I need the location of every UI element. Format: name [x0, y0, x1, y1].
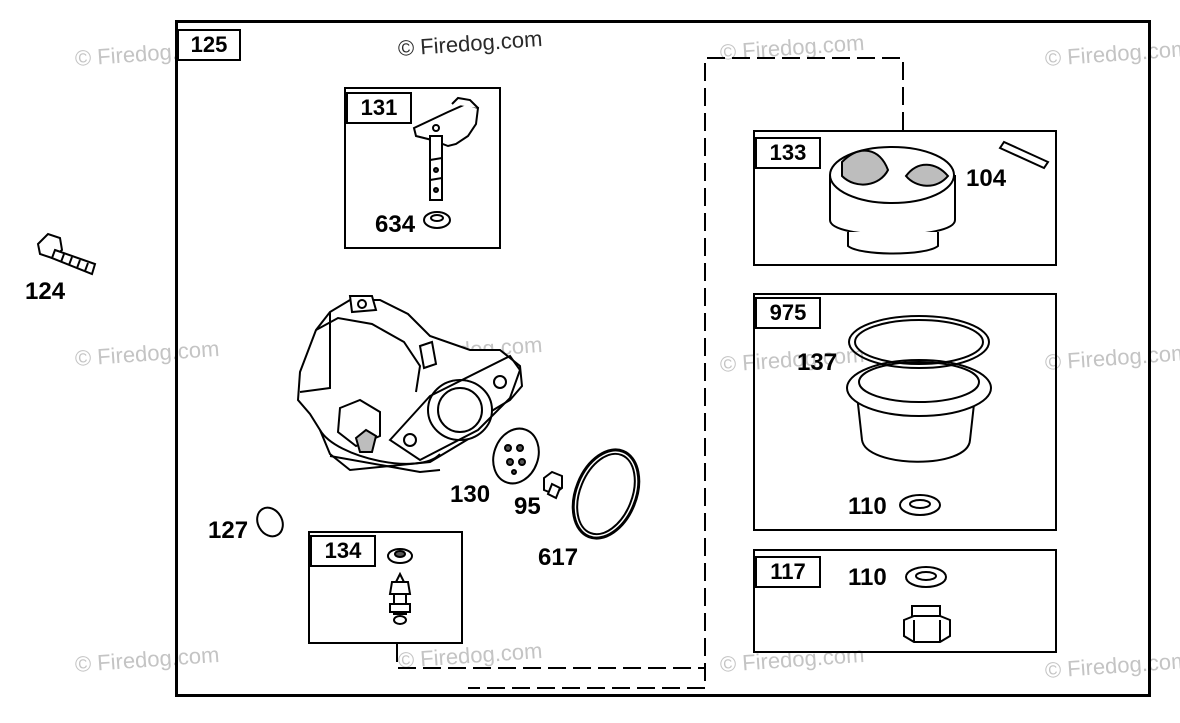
callout-133[interactable]: 133	[755, 137, 821, 169]
callout-975[interactable]: 975	[755, 297, 821, 329]
kit-box-133	[753, 130, 1057, 266]
bowl-nut-117-icon	[903, 605, 951, 643]
callout-117[interactable]: 117	[755, 556, 821, 588]
callout-110[interactable]: 110	[848, 493, 887, 520]
callout-125[interactable]: 125	[177, 29, 241, 61]
connector-line-133	[468, 57, 904, 689]
washer-110-icon	[899, 494, 941, 516]
throttle-shaft-131-icon	[412, 96, 480, 201]
seal-634-icon	[423, 211, 451, 229]
carburetor-body-icon	[296, 295, 524, 474]
screw-95-icon	[543, 470, 563, 500]
float-133-icon	[829, 146, 956, 255]
screw-124-icon	[36, 232, 97, 276]
callout-134[interactable]: 134	[310, 535, 376, 567]
callout-634[interactable]: 634	[375, 211, 416, 238]
washer-110-icon	[905, 566, 947, 588]
connector-line-134	[396, 644, 705, 669]
callout-130[interactable]: 130	[450, 481, 491, 508]
kit-box-117	[753, 549, 1057, 653]
callout-124[interactable]: 124	[25, 278, 66, 305]
callout-137[interactable]: 137	[797, 349, 838, 376]
callout-95[interactable]: 95	[514, 493, 541, 520]
kit-box-131	[344, 87, 501, 249]
callout-131[interactable]: 131	[346, 92, 412, 124]
pin-104-icon	[998, 140, 1050, 170]
plug-127-icon	[256, 506, 284, 538]
kit-box-134	[308, 531, 463, 644]
callout-110[interactable]: 110	[848, 564, 887, 591]
o-ring-617-icon	[571, 448, 641, 540]
kit-box-975	[753, 293, 1057, 531]
needle-seat-134-icon	[387, 548, 413, 625]
callout-617[interactable]: 617	[538, 544, 579, 571]
callout-127[interactable]: 127	[208, 517, 249, 544]
float-bowl-137-icon	[846, 315, 992, 463]
gasket-130-icon	[492, 427, 540, 485]
assembly-frame-125	[175, 20, 1151, 697]
callout-104[interactable]: 104	[966, 165, 1007, 192]
